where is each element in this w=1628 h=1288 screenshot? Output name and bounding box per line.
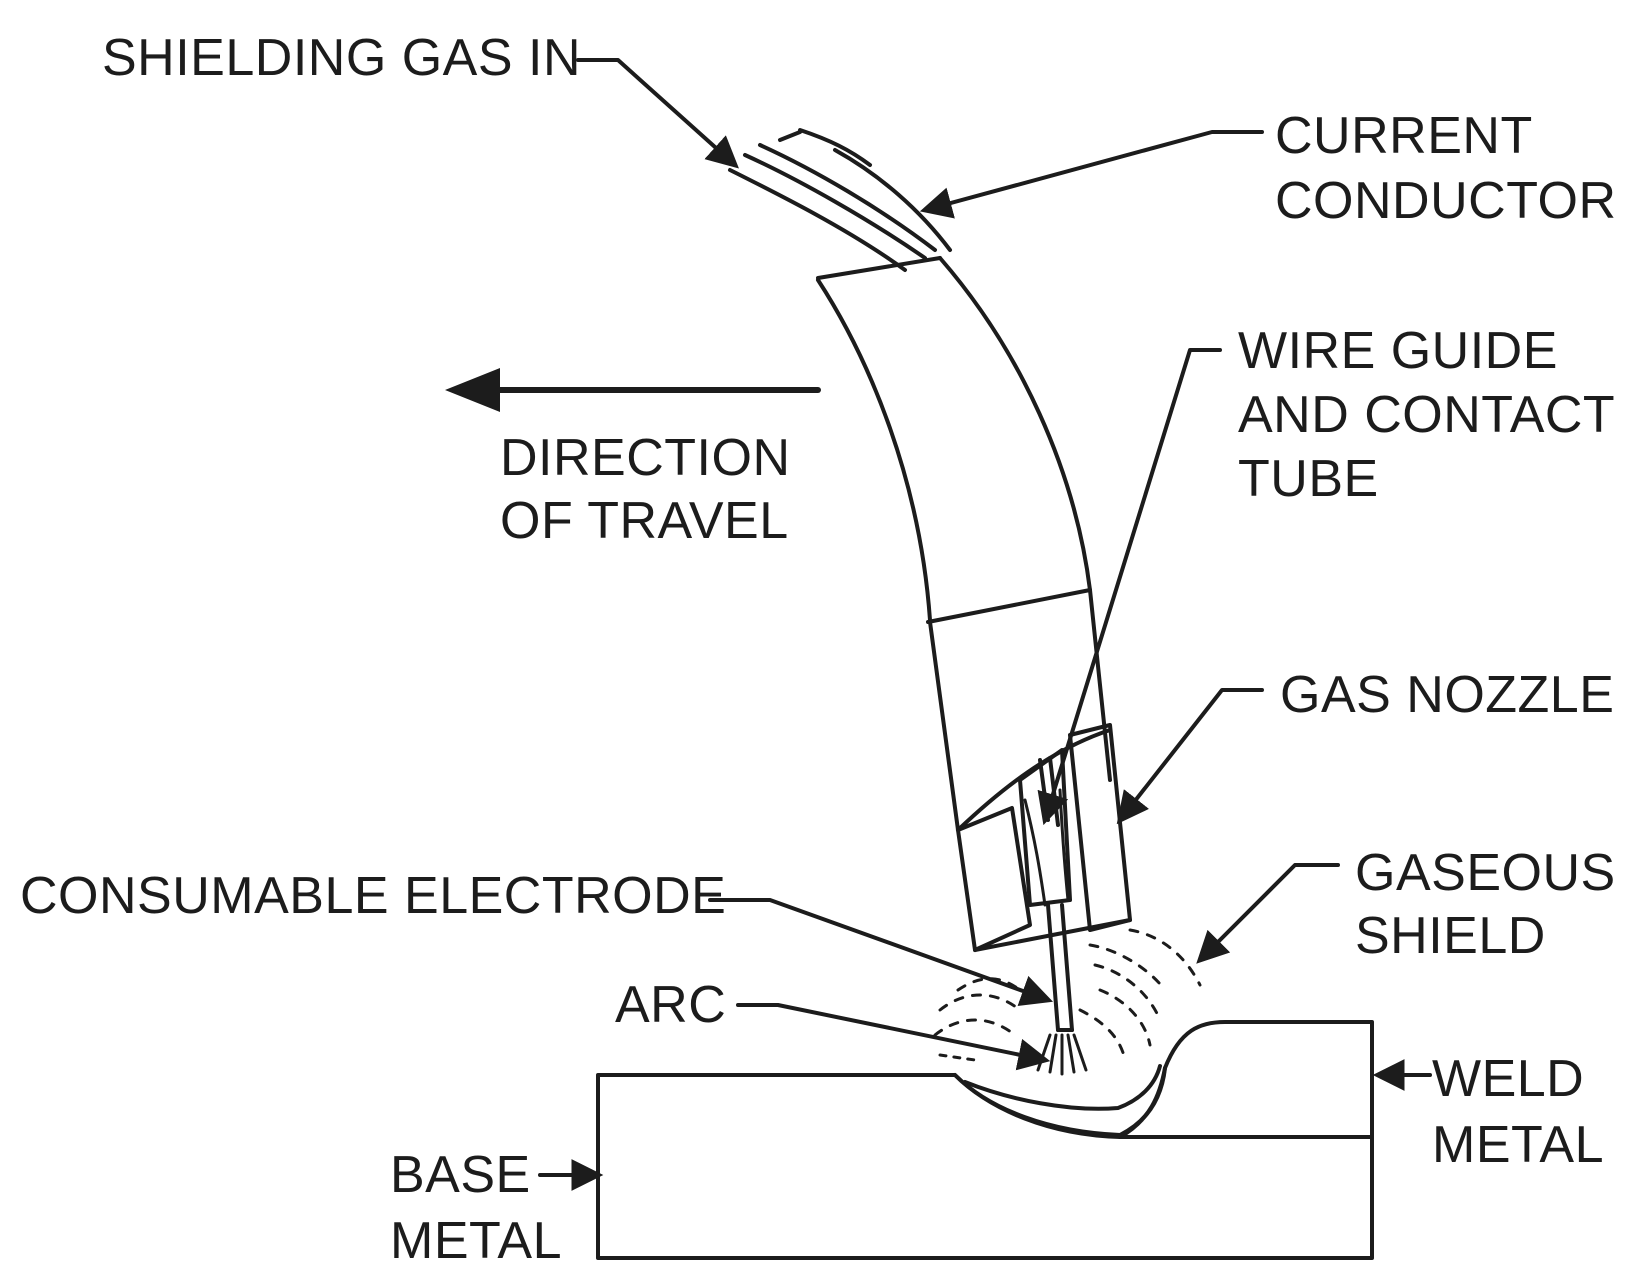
contact-tube	[1018, 748, 1072, 907]
labels: SHIELDING GAS IN CURRENT CONDUCTOR WIRE …	[20, 29, 1617, 1270]
label-direction-of-travel-line1: DIRECTION	[500, 429, 791, 487]
label-base-metal-line2: METAL	[390, 1212, 562, 1270]
label-wire-guide-line2: AND CONTACT	[1238, 386, 1615, 444]
label-gaseous-shield-line1: GASEOUS	[1355, 844, 1616, 902]
label-gas-nozzle: GAS NOZZLE	[1280, 666, 1614, 724]
arc	[1036, 1033, 1088, 1076]
label-gaseous-shield-line2: SHIELD	[1355, 907, 1546, 965]
leader-lines	[538, 58, 1432, 1191]
label-consumable-electrode: CONSUMABLE ELECTRODE	[20, 867, 726, 925]
direction-of-travel-arrow	[445, 368, 821, 412]
label-current-conductor-line2: CONDUCTOR	[1275, 172, 1617, 230]
weld-metal	[1118, 1020, 1374, 1139]
label-direction-of-travel-line2: OF TRAVEL	[500, 492, 789, 550]
label-weld-metal-line1: WELD	[1432, 1050, 1584, 1108]
weld-pool	[953, 1064, 1167, 1137]
label-weld-metal-line2: METAL	[1432, 1116, 1604, 1174]
torch-body	[728, 128, 1112, 832]
label-wire-guide-line3: TUBE	[1238, 450, 1379, 508]
gas-nozzle	[956, 723, 1132, 952]
label-arc: ARC	[615, 976, 726, 1034]
label-wire-guide-line1: WIRE GUIDE	[1238, 322, 1558, 380]
label-current-conductor-line1: CURRENT	[1275, 107, 1533, 165]
label-base-metal-line1: BASE	[390, 1146, 531, 1204]
consumable-electrode-wire	[1046, 903, 1074, 1032]
base-metal	[596, 1073, 1374, 1260]
label-shielding-gas-in: SHIELDING GAS IN	[102, 29, 581, 87]
